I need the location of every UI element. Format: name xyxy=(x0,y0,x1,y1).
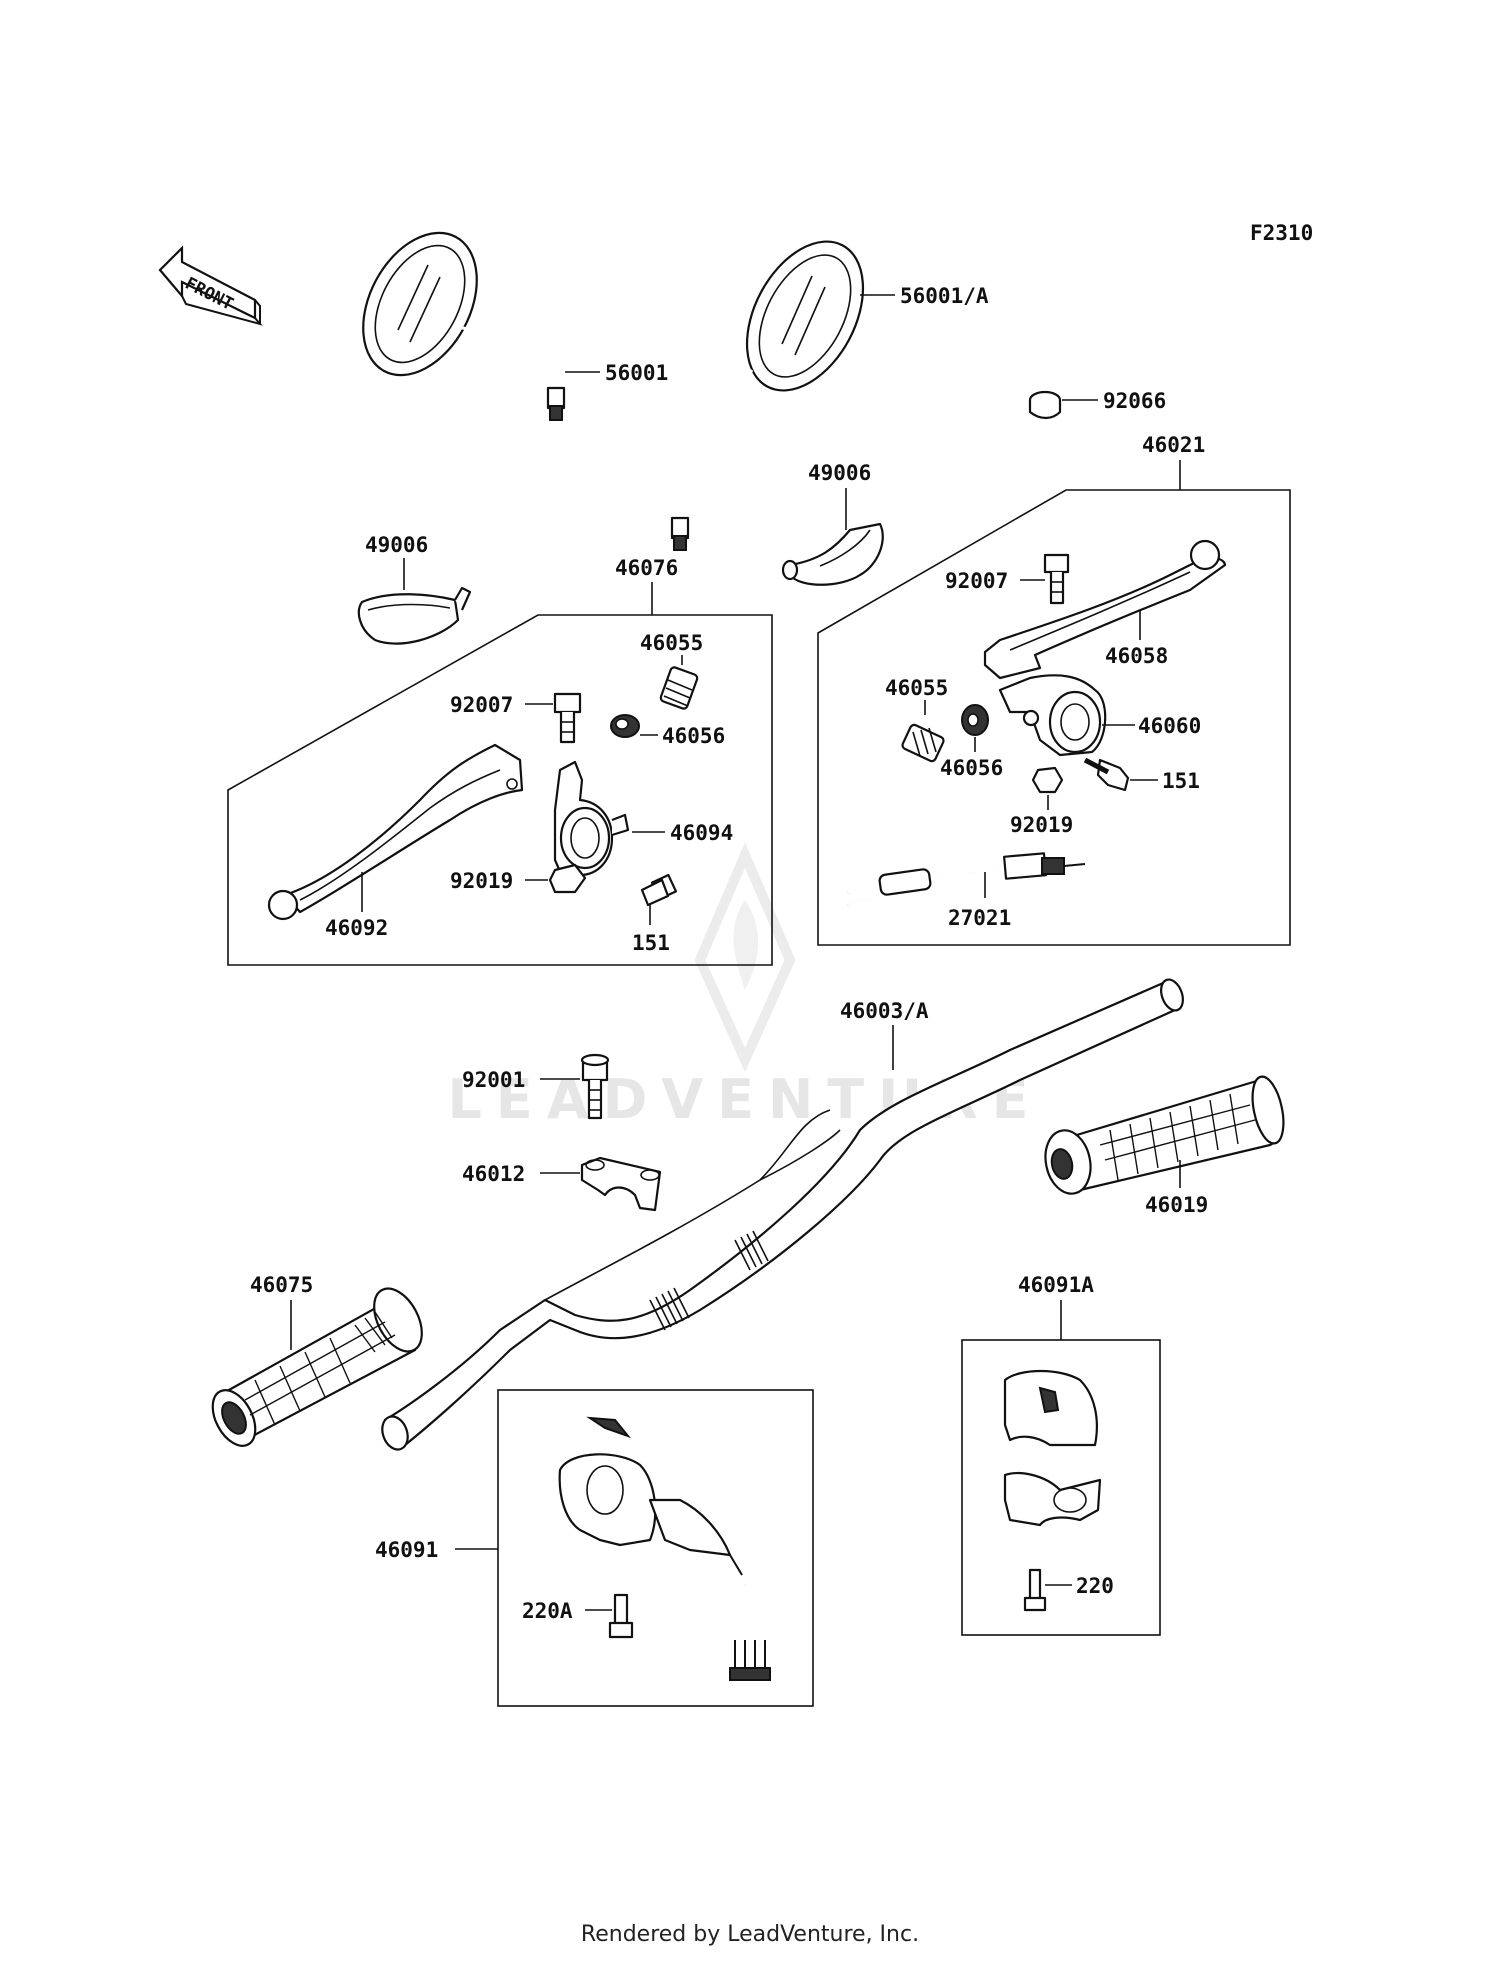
label-46055-left: 46055 xyxy=(640,631,703,655)
lever-bracket-46060-icon xyxy=(998,674,1107,757)
cap-92066-icon xyxy=(1028,390,1062,420)
label-46091a: 46091A xyxy=(1018,1273,1094,1297)
locknut-46056-right-icon xyxy=(961,704,989,736)
label-46012: 46012 xyxy=(462,1162,525,1186)
watermark-logo xyxy=(694,842,796,1073)
switch-housing-46091a-icon xyxy=(1003,1369,1102,1527)
label-92007-right: 92007 xyxy=(945,569,1008,593)
label-46021: 46021 xyxy=(1142,433,1205,457)
mirror-56001a-icon xyxy=(670,240,865,551)
adjuster-46055-left-icon xyxy=(659,666,699,710)
label-49006-left: 49006 xyxy=(365,533,428,557)
label-220a: 220A xyxy=(522,1599,573,1623)
clutch-lever-46092-icon xyxy=(267,743,524,921)
nut-92019-left-icon xyxy=(548,863,587,894)
lever-assembly-46076-box xyxy=(227,614,773,966)
label-46094: 46094 xyxy=(670,821,733,845)
nut-92019-right-icon xyxy=(1031,766,1064,794)
label-46055-right: 46055 xyxy=(885,676,948,700)
label-46056-left: 46056 xyxy=(662,724,725,748)
label-92066: 92066 xyxy=(1103,389,1166,413)
label-92007-left: 92007 xyxy=(450,693,513,717)
lever-cover-49006-right-icon xyxy=(781,522,884,586)
label-92001: 92001 xyxy=(462,1068,525,1092)
bolt-92007-right-icon xyxy=(1043,553,1070,605)
left-grip-46075-icon xyxy=(211,1287,423,1447)
screw-220a-icon xyxy=(608,1593,634,1639)
label-220: 220 xyxy=(1076,1574,1114,1598)
label-49006-right: 49006 xyxy=(808,461,871,485)
switch-housing-46091-icon xyxy=(558,1416,771,1681)
label-56001a: 56001/A xyxy=(900,284,989,308)
handlebar-clamp-46012-icon xyxy=(580,1156,662,1212)
handlebar-knurl-icon xyxy=(649,1230,769,1331)
handlebar-46003a-icon xyxy=(381,978,1184,1451)
label-46058: 46058 xyxy=(1105,644,1168,668)
label-92019-right: 92019 xyxy=(1010,813,1073,837)
front-arrow-icon: FRONT xyxy=(158,245,263,326)
mirror-56001-icon xyxy=(362,231,566,421)
label-46056-right: 46056 xyxy=(940,756,1003,780)
label-151-right: 151 xyxy=(1162,769,1200,793)
switch-assembly-46091-box xyxy=(497,1389,814,1707)
label-46076: 46076 xyxy=(615,556,678,580)
footer-credit: Rendered by LeadVenture, Inc. xyxy=(580,1922,920,1947)
label-46060: 46060 xyxy=(1138,714,1201,738)
lever-assembly-46021-box xyxy=(817,489,1291,946)
label-46091: 46091 xyxy=(375,1538,438,1562)
label-46075: 46075 xyxy=(250,1273,313,1297)
bolt-151-left-icon xyxy=(640,873,678,907)
screw-220-icon xyxy=(1023,1568,1047,1612)
bolt-92001-icon xyxy=(580,1053,610,1120)
label-46019: 46019 xyxy=(1145,1193,1208,1217)
label-27021: 27021 xyxy=(948,906,1011,930)
lever-bracket-46094-icon xyxy=(553,760,630,887)
diagram-code: F2310 xyxy=(1250,221,1313,245)
label-46092: 46092 xyxy=(325,916,388,940)
switch-cable-27021-icon xyxy=(847,852,1086,907)
bolt-92007-left-icon xyxy=(553,692,582,744)
locknut-46056-left-icon xyxy=(610,714,640,738)
brake-lever-46058-icon xyxy=(983,539,1227,680)
bolt-151-right-icon xyxy=(1083,757,1130,792)
label-56001: 56001 xyxy=(605,361,668,385)
throttle-grip-46019-icon xyxy=(1044,1075,1285,1195)
adjuster-46055-right-icon xyxy=(901,723,945,763)
label-46003a: 46003/A xyxy=(840,999,929,1023)
label-92019-left: 92019 xyxy=(450,869,513,893)
label-151-left: 151 xyxy=(632,931,670,955)
lever-cover-49006-left-icon xyxy=(357,586,472,645)
